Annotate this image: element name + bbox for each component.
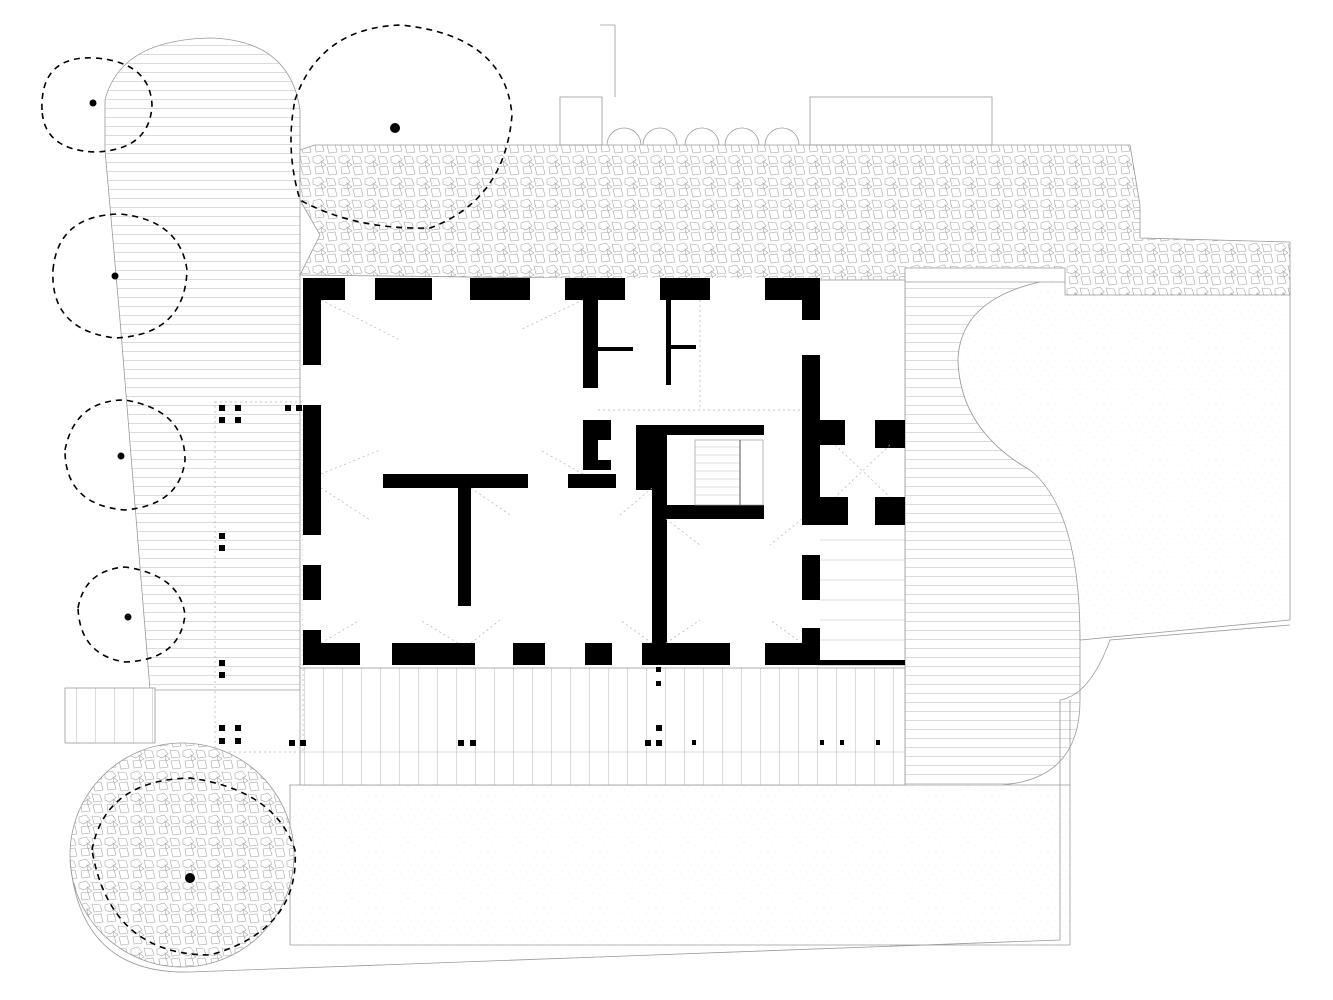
site-surfaces <box>64 24 1291 973</box>
site-boundary <box>69 624 1291 973</box>
steps-bottom-left <box>64 687 156 744</box>
building <box>303 278 906 666</box>
window-openings <box>303 278 820 665</box>
interior-walls <box>383 278 905 665</box>
stair-icon <box>694 439 764 506</box>
tree-canopy-icon <box>41 57 153 153</box>
tree-canopy-icon <box>91 777 297 956</box>
tree-canopy-icon <box>290 24 513 229</box>
front-terrace <box>299 667 906 786</box>
tree-canopy-icon <box>64 399 186 511</box>
rear-annex <box>809 96 993 146</box>
trees <box>41 24 513 956</box>
east-wing-steps <box>820 539 905 641</box>
column-marker-icon <box>219 405 880 746</box>
vault-lines <box>320 299 891 644</box>
paved-path-left <box>104 37 301 691</box>
rear-stair-tower <box>559 96 603 146</box>
garden-lawn-inner <box>957 281 1291 641</box>
tree-canopy-icon <box>77 566 186 663</box>
cobblestone-terrace <box>299 144 1291 296</box>
rear-arches <box>606 127 800 146</box>
west-veranda <box>214 401 304 753</box>
boundary-wall-line <box>600 24 616 97</box>
garden-lawn-bottom <box>289 700 1071 946</box>
circular-plaza <box>69 742 295 968</box>
tree-canopy-icon <box>52 213 188 339</box>
east-wing <box>817 279 906 666</box>
